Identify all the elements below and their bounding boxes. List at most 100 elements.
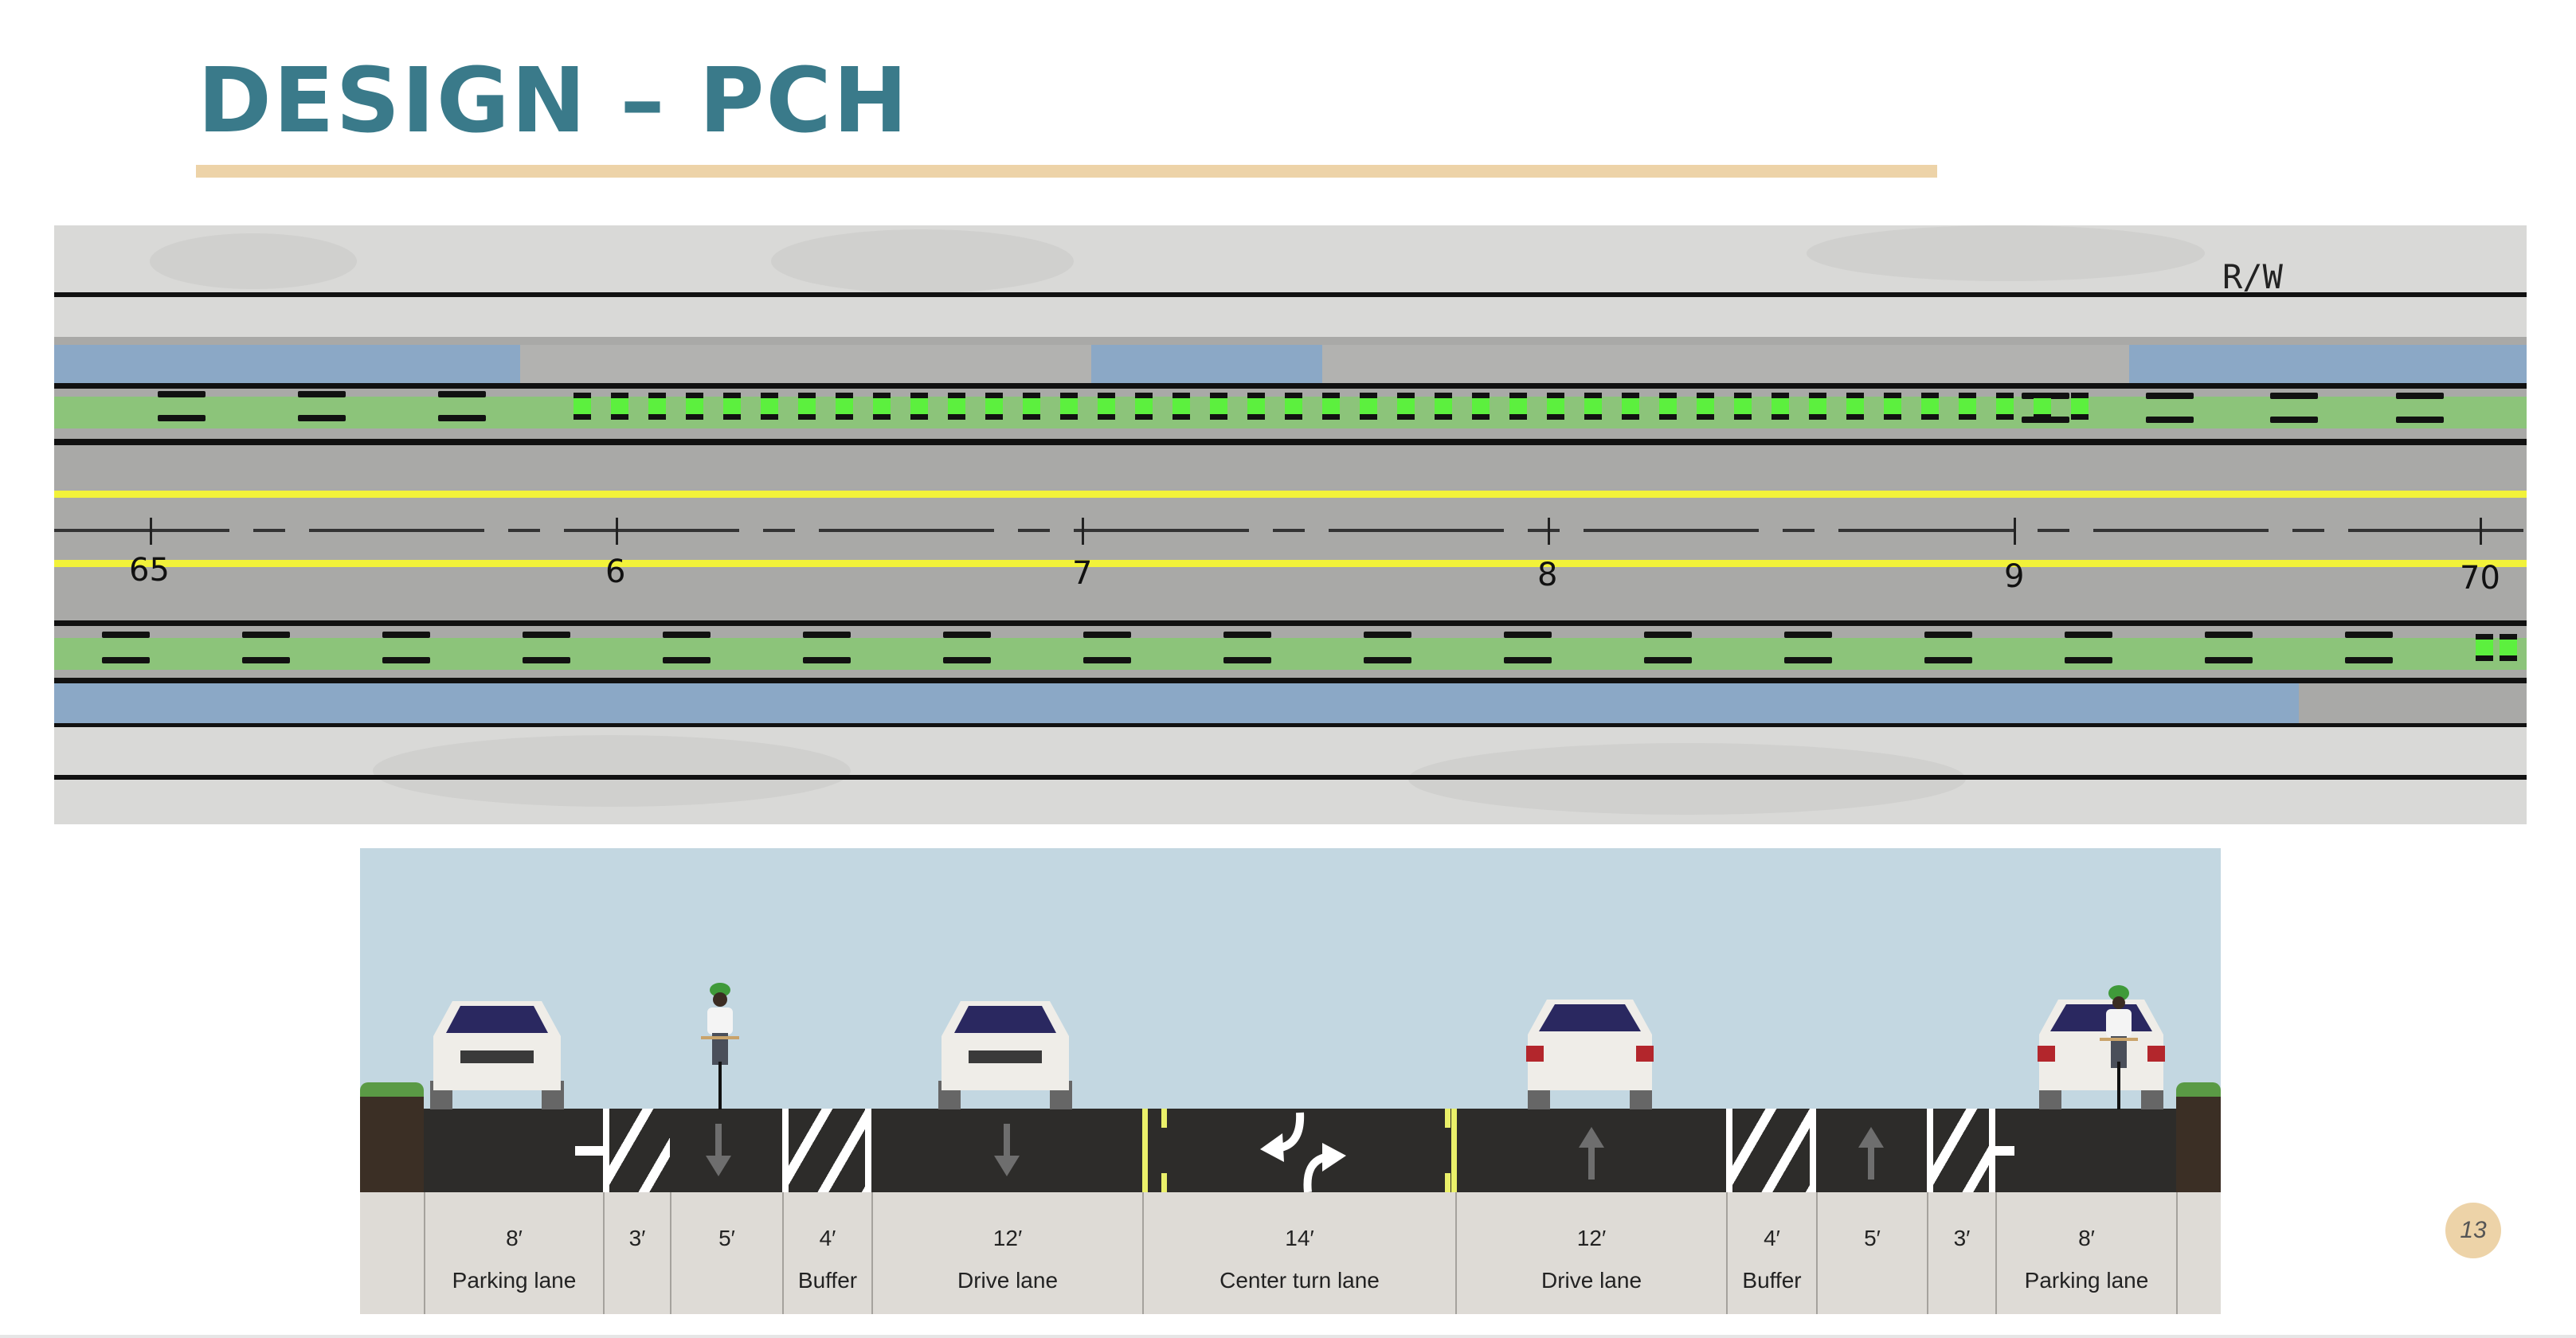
segment-drive-lane-right: 12′ Drive lane bbox=[1455, 1192, 1726, 1314]
station-tick bbox=[2480, 518, 2482, 545]
curb-left bbox=[360, 1095, 424, 1192]
green-conflict-marking bbox=[2034, 393, 2051, 420]
green-conflict-marking bbox=[1509, 393, 1527, 420]
aerial-texture bbox=[373, 735, 851, 807]
segment-width: 5′ bbox=[1864, 1226, 1881, 1250]
station-tick bbox=[1548, 518, 1550, 545]
green-conflict-marking bbox=[1622, 393, 1639, 420]
lane-dimension-labels: 8′ Parking lane 3′ 5′ 4′ Buffer 12′ Drive l… bbox=[360, 1192, 2221, 1314]
segment-bike-lane-right: 5′ bbox=[1816, 1192, 1927, 1314]
green-conflict-marking bbox=[1060, 393, 1078, 420]
edge-line bbox=[54, 439, 2527, 445]
parking-zone-south bbox=[54, 683, 2299, 723]
segment-width: 3′ bbox=[628, 1226, 646, 1250]
buffer-hatch-right-4ft bbox=[1726, 1109, 1816, 1192]
segment-width: 3′ bbox=[1953, 1226, 1971, 1250]
aerial-texture bbox=[1807, 225, 2205, 281]
green-conflict-marking bbox=[873, 393, 891, 420]
segment-width: 4′ bbox=[1764, 1226, 1780, 1250]
curb-right bbox=[2176, 1095, 2221, 1192]
arrow-down-icon bbox=[994, 1124, 1020, 1176]
arrow-up-icon bbox=[1579, 1127, 1604, 1180]
green-conflict-marking bbox=[1734, 393, 1752, 420]
green-conflict-marking bbox=[1771, 393, 1789, 420]
green-conflict-marking bbox=[686, 393, 703, 420]
green-conflict-marking bbox=[1435, 393, 1452, 420]
green-conflict-marking bbox=[574, 393, 591, 420]
yellow-centerline-south bbox=[54, 560, 2527, 567]
green-conflict-marking bbox=[723, 393, 741, 420]
segment-name: Drive lane bbox=[957, 1268, 1059, 1293]
stationing-line bbox=[54, 529, 2527, 532]
parking-tee-mark bbox=[575, 1146, 604, 1156]
segment-width: 12′ bbox=[1576, 1226, 1607, 1250]
segment-curb-right bbox=[2176, 1192, 2221, 1314]
parking-zone-north bbox=[2129, 345, 2527, 383]
segment-bike-lane-left: 5′ bbox=[670, 1192, 782, 1314]
green-conflict-marking bbox=[1697, 393, 1714, 420]
arrow-down-icon bbox=[706, 1124, 731, 1176]
station-label: 9 bbox=[2004, 558, 2025, 595]
edge-line bbox=[54, 383, 2527, 389]
green-conflict-zone-markings bbox=[574, 393, 2095, 424]
green-conflict-marking bbox=[1210, 393, 1227, 420]
green-conflict-marking bbox=[1173, 393, 1190, 420]
segment-name: Drive lane bbox=[1541, 1268, 1642, 1293]
green-conflict-marking bbox=[798, 393, 816, 420]
segment-center-turn-lane: 14′Center turn lane bbox=[1142, 1192, 1455, 1314]
green-conflict-marking bbox=[1547, 393, 1564, 420]
green-conflict-marking bbox=[1247, 393, 1265, 420]
yellow-dash bbox=[1161, 1173, 1167, 1192]
bike-lane-south bbox=[54, 638, 2527, 670]
segment-drive-lane-left: 12′Drive lane bbox=[871, 1192, 1142, 1314]
green-conflict-marking bbox=[1135, 393, 1153, 420]
green-conflict-marking bbox=[1921, 393, 1939, 420]
segment-buffer-left: 4′Buffer bbox=[782, 1192, 871, 1314]
edge-line bbox=[54, 678, 2527, 683]
station-label: 6 bbox=[605, 554, 626, 590]
segment-width: 5′ bbox=[718, 1226, 735, 1250]
edge-line bbox=[54, 620, 2527, 626]
yellow-dash bbox=[1445, 1173, 1450, 1192]
segment-width: 8′ bbox=[2078, 1226, 2095, 1250]
green-conflict-marking bbox=[611, 393, 628, 420]
station-label: 8 bbox=[1537, 557, 1558, 593]
segment-name: Parking lane bbox=[2024, 1268, 2149, 1293]
green-conflict-marking bbox=[1996, 393, 2014, 420]
segment-width: 14′ bbox=[1285, 1226, 1314, 1250]
right-of-way-line-bottom bbox=[54, 775, 2527, 780]
green-conflict-marking bbox=[1285, 393, 1302, 420]
edge-line bbox=[54, 723, 2527, 727]
slide-title: DESIGN – PCH bbox=[198, 49, 910, 153]
segment-name: Buffer bbox=[1742, 1268, 1802, 1293]
yellow-dash bbox=[1445, 1109, 1450, 1128]
station-tick bbox=[616, 518, 618, 545]
yellow-centerline-north bbox=[54, 491, 2527, 498]
car-front-icon bbox=[430, 1001, 564, 1109]
page-number-badge: 13 bbox=[2445, 1203, 2501, 1258]
buffer-hatch-marks-south bbox=[102, 632, 2460, 671]
green-conflict-marking bbox=[1584, 393, 1602, 420]
station-label: 7 bbox=[1072, 555, 1093, 592]
green-conflict-marking bbox=[1322, 393, 1340, 420]
yellow-dash bbox=[1161, 1109, 1167, 1128]
station-tick bbox=[1082, 518, 1084, 545]
segment-name: Buffer bbox=[797, 1268, 858, 1293]
segment-buffer-right: 4′ Buffer bbox=[1726, 1192, 1816, 1314]
road-surface bbox=[360, 1109, 2221, 1192]
buffer-hatch-left-3ft bbox=[603, 1109, 670, 1192]
segment-buffer-3ft-right: 3′ bbox=[1927, 1192, 1995, 1314]
green-conflict-marking bbox=[648, 393, 666, 420]
station-tick bbox=[2014, 518, 2016, 545]
station-label: 65 bbox=[129, 552, 170, 589]
station-label: 70 bbox=[2460, 560, 2500, 597]
station-tick bbox=[150, 518, 152, 545]
green-conflict-marking bbox=[2071, 393, 2089, 420]
segment-parking-lane-right: 8′ Parking lane bbox=[1995, 1192, 2176, 1314]
arrow-up-icon bbox=[1858, 1127, 1884, 1180]
planting-left bbox=[360, 1082, 424, 1097]
car-rear-icon bbox=[1526, 1000, 1654, 1109]
plan-view-drawing: R/W 65 6 7 8 9 70 bbox=[54, 225, 2527, 824]
planting-right bbox=[2176, 1082, 2221, 1097]
cyclist-rear-icon bbox=[2100, 985, 2138, 1109]
